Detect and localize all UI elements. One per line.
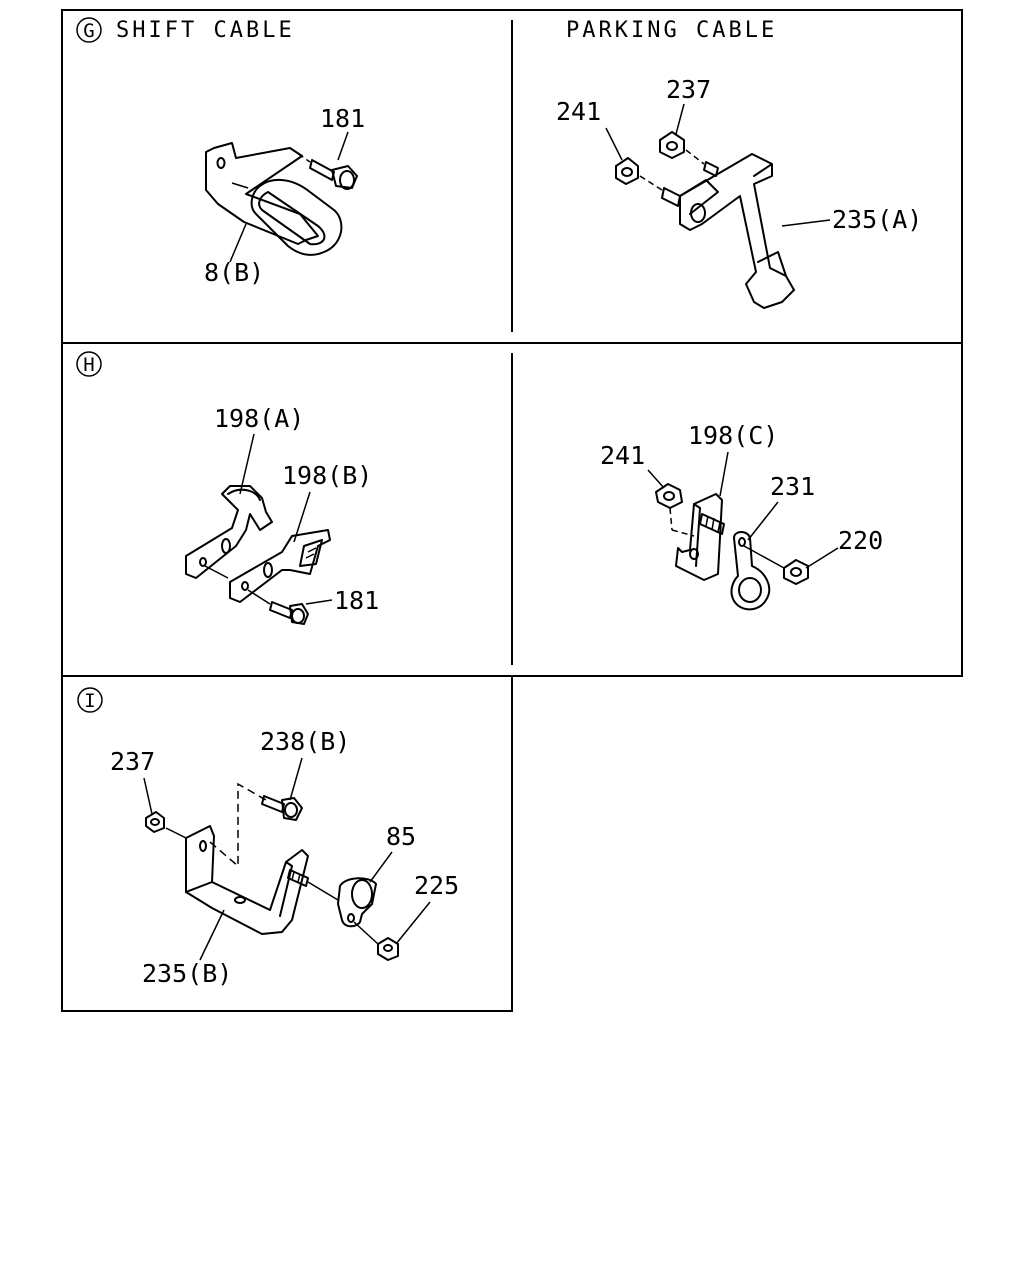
callout-181: 181: [320, 104, 365, 133]
nut-220: [783, 559, 809, 585]
leader-238b: [289, 757, 303, 801]
callout-85: 85: [386, 822, 416, 851]
callout-225: 225: [414, 871, 459, 900]
callout-238b: 238(B): [260, 727, 350, 756]
parking-cable-title: PARKING CABLE: [566, 18, 777, 43]
leader-8b: [229, 223, 247, 263]
bracket-8b: [205, 142, 343, 256]
section-frames: [61, 9, 963, 1012]
leader-235a: [781, 219, 831, 227]
clip-85: [337, 877, 377, 928]
bolt-181: [309, 159, 358, 190]
leader-181-h: [305, 599, 333, 605]
nut-237: [659, 131, 685, 159]
bolt-181-h: [269, 601, 309, 625]
section-marker-i: I: [84, 690, 95, 712]
nut-241-h: [655, 483, 683, 509]
bracket-235b: [185, 825, 309, 935]
leader-198a: [239, 433, 255, 495]
callout-237-g: 237: [666, 75, 711, 104]
callout-237-i: 237: [110, 747, 155, 776]
leader-85: [369, 851, 393, 883]
shift-cable-title: SHIFT CABLE: [116, 18, 295, 43]
leader-235b: [199, 909, 225, 961]
leader-220: [805, 547, 839, 569]
section-marker-g: G: [83, 20, 94, 42]
callout-220: 220: [838, 526, 883, 555]
bracket-198b: [229, 529, 331, 603]
leader-231: [747, 501, 779, 541]
callout-241-h: 241: [600, 441, 645, 470]
leader-237: [675, 103, 685, 135]
bracket-198a: [185, 485, 273, 579]
stud-235b: [287, 869, 309, 887]
bracket-198c: [675, 493, 723, 581]
section-i: I: [77, 687, 459, 988]
leader-225: [395, 901, 431, 945]
leader-241-h: [647, 469, 665, 489]
bracket-235a: [679, 153, 795, 309]
leader-181: [337, 131, 349, 161]
nut-241: [615, 157, 639, 185]
section-marker-h: H: [83, 354, 94, 376]
callout-198a: 198(A): [214, 404, 304, 433]
callout-181-h: 181: [334, 586, 379, 615]
leader-241: [605, 127, 623, 161]
callout-231: 231: [770, 472, 815, 501]
callout-241-g: 241: [556, 97, 601, 126]
nut-225: [377, 937, 399, 961]
callout-235a: 235(A): [832, 205, 922, 234]
section-marker-circle: [76, 351, 102, 377]
leader-237-i: [143, 777, 153, 815]
callout-235b: 235(B): [142, 959, 232, 988]
section-marker-circle: [76, 17, 102, 43]
section-g: G SHIFT CABLE PARKING CABLE 181 8(B): [76, 17, 922, 309]
nut-237-i: [145, 811, 165, 833]
leader-198c: [719, 451, 729, 497]
section-h: H 198(A) 198(B) 181: [76, 351, 883, 625]
bolt-238b: [261, 795, 303, 821]
leader-198b: [293, 491, 311, 543]
clip-231: [730, 531, 771, 611]
callout-198c: 198(C): [688, 421, 778, 450]
section-marker-circle: [77, 687, 103, 713]
callout-8b: 8(B): [204, 258, 264, 287]
callout-198b: 198(B): [282, 461, 372, 490]
stud-198c: [699, 513, 725, 535]
